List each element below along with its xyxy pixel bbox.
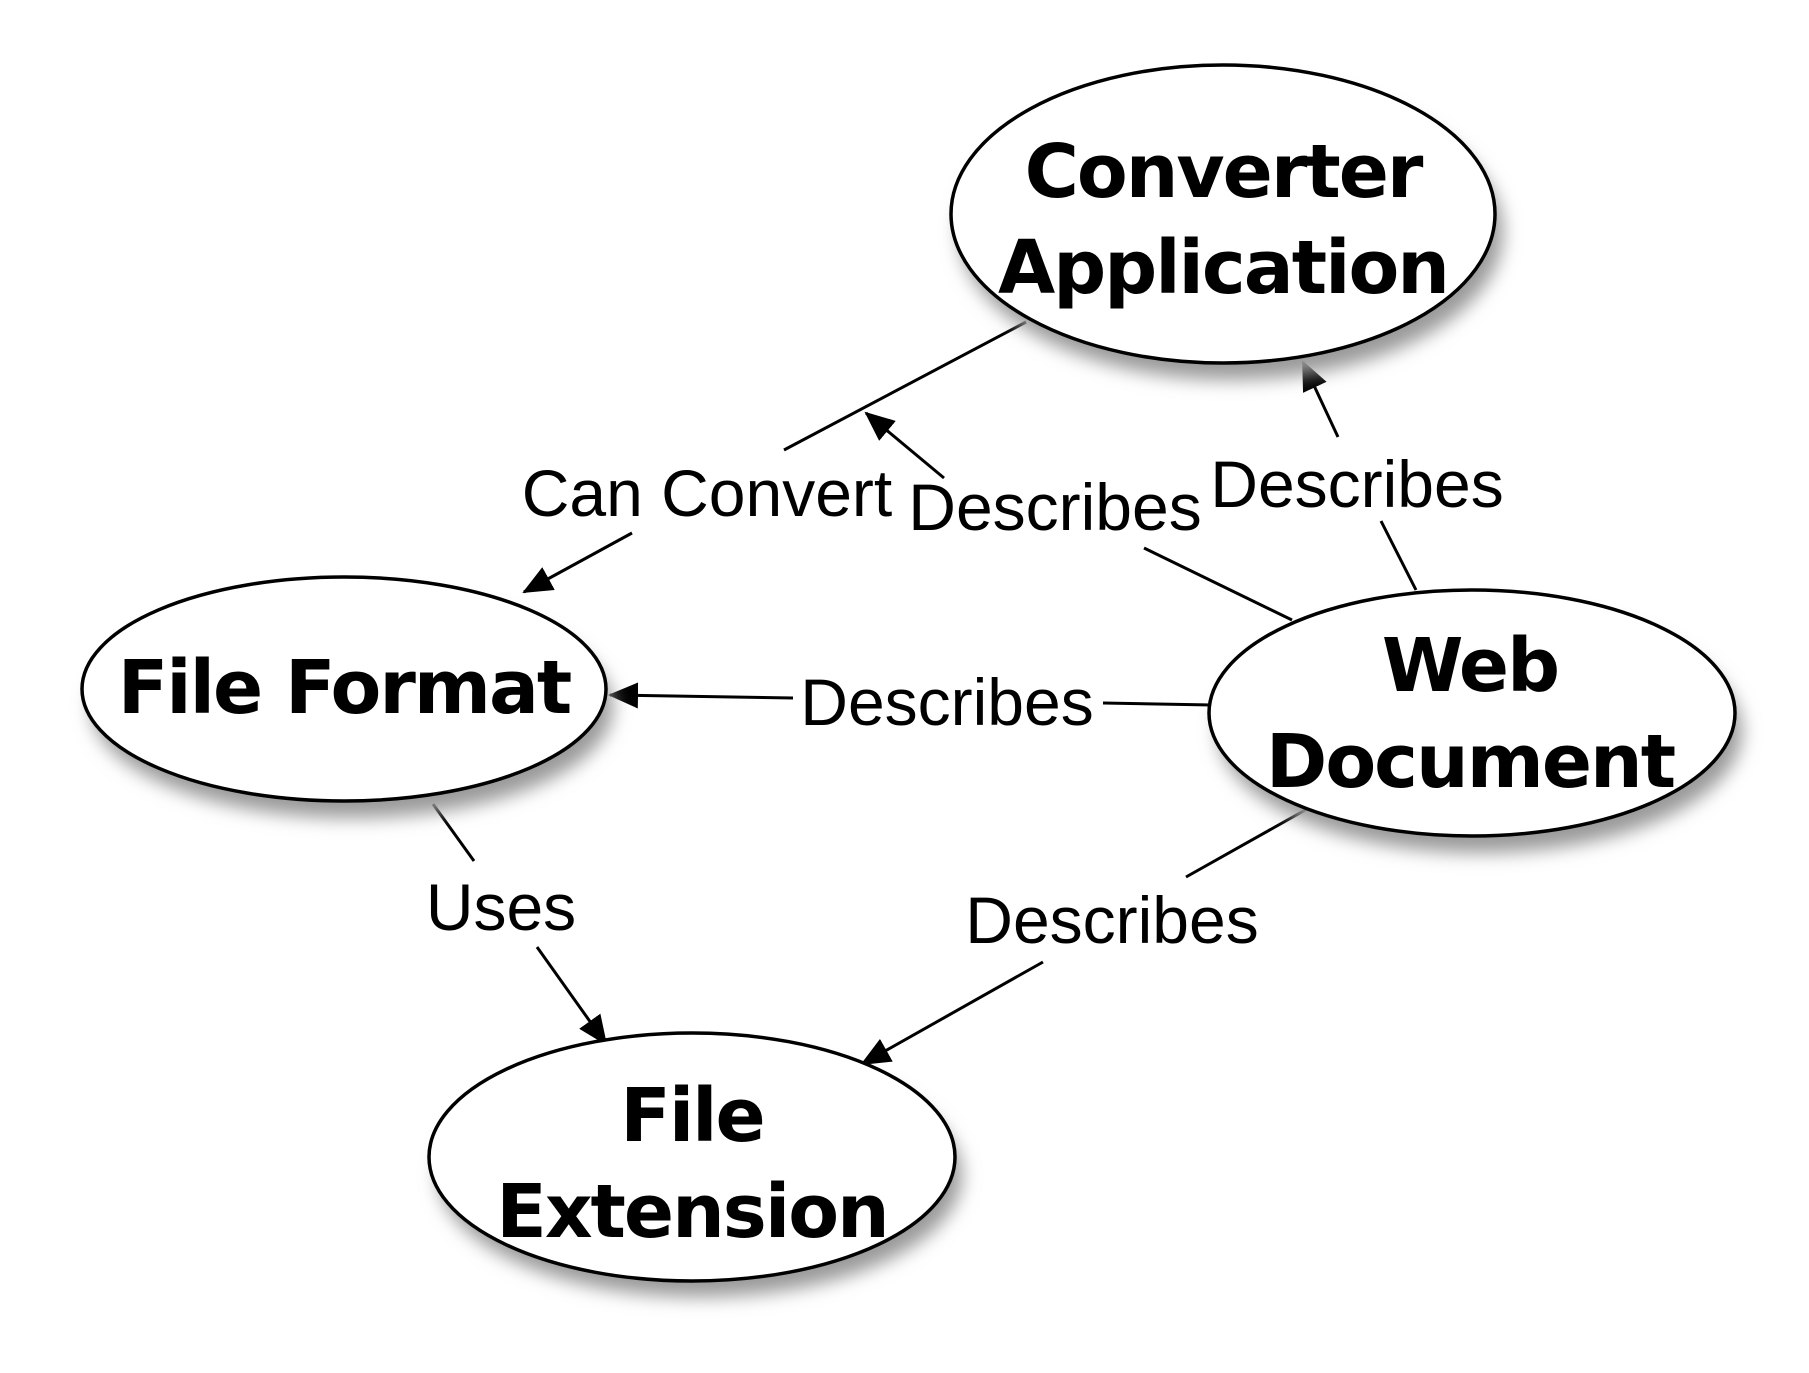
- edge-label-uses: Uses: [426, 870, 576, 944]
- edge-arrow: [608, 682, 794, 709]
- node-label-line-2: Document: [1266, 719, 1675, 805]
- node-ellipse: [949, 63, 1497, 365]
- edge-line: [1143, 546, 1293, 622]
- edge-label-describes-3: Describes: [800, 665, 1093, 739]
- edge-line: [1102, 701, 1213, 707]
- edge-describes-web-to-converter: Describes: [1210, 360, 1504, 591]
- edge-describes-web-to-extension: Describes: [860, 807, 1308, 1066]
- edge-arrow: [522, 531, 633, 594]
- edge-arrow: [1301, 360, 1340, 438]
- edge-arrow: [535, 946, 608, 1046]
- edge-line: [1379, 520, 1418, 591]
- edge-can-convert: Can Convert: [522, 320, 1027, 594]
- nodes: Converter Application File Format Web Do…: [80, 63, 1742, 1297]
- edge-line: [431, 803, 476, 862]
- node-ellipse: [427, 1031, 957, 1283]
- edge-label-can-convert: Can Convert: [522, 456, 893, 530]
- edge-uses: Uses: [426, 803, 608, 1046]
- edge-arrow: [860, 960, 1044, 1066]
- edge-arrow: [864, 411, 945, 480]
- edge-describes-web-to-edge: Describes: [864, 411, 1293, 622]
- edge-label-describes-4: Describes: [965, 883, 1258, 957]
- node-label-line-2: Extension: [496, 1169, 887, 1255]
- node-label-line-1: Web: [1382, 623, 1558, 709]
- node-label-line-2: Application: [998, 225, 1448, 311]
- edge-label-describes-2: Describes: [1210, 447, 1503, 521]
- node-ellipse: [80, 575, 608, 803]
- node-file-format: File Format: [80, 575, 613, 818]
- node-file-extension: File Extension: [427, 1031, 962, 1297]
- edge-describes-web-to-fileformat: Describes: [608, 665, 1213, 739]
- edges: Can Convert Describes Describes Describe…: [426, 320, 1504, 1066]
- node-label-line-1: File: [620, 1073, 763, 1159]
- node-label-line-1: Converter: [1025, 129, 1424, 215]
- edge-label-describes-1: Describes: [908, 470, 1201, 544]
- edge-line: [783, 320, 1027, 452]
- node-web-document: Web Document: [1207, 588, 1742, 853]
- edge-line: [1185, 807, 1308, 879]
- node-ellipse: [1207, 588, 1737, 838]
- node-converter-application: Converter Application: [949, 63, 1503, 380]
- node-label-line-1: File Format: [118, 645, 571, 731]
